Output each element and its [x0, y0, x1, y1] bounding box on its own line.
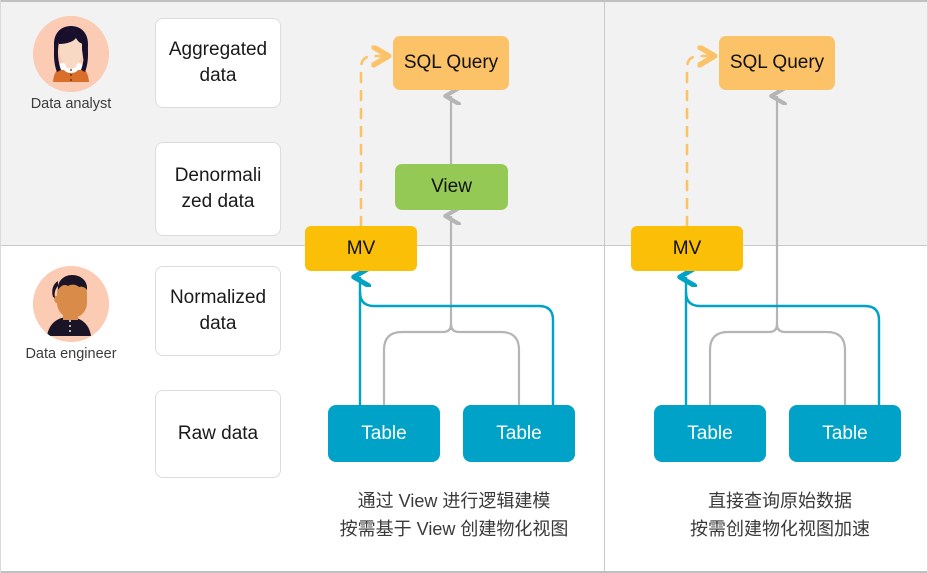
node-table-2-left[interactable]: Table — [463, 405, 575, 462]
persona-data-engineer: Data engineer — [13, 266, 129, 362]
horizontal-divider — [0, 245, 928, 246]
data-card-normalized: Normalized data — [155, 266, 281, 356]
node-label: SQL Query — [403, 52, 499, 73]
caption-line-1: 直接查询原始数据 — [708, 491, 852, 511]
data-card-label: Raw data — [177, 422, 259, 444]
data-card-denormalized: Denormali zed data — [155, 142, 281, 236]
node-view-left[interactable]: View — [395, 164, 508, 210]
node-label: View — [431, 176, 472, 197]
male-engineer-avatar — [33, 266, 109, 342]
node-label: MV — [346, 237, 376, 259]
vertical-divider — [604, 0, 605, 573]
node-sql-query-left[interactable]: SQL Query — [393, 36, 509, 90]
node-label: Table — [496, 422, 542, 444]
female-analyst-avatar — [33, 16, 109, 92]
bottom-border — [0, 571, 928, 573]
node-mv-right[interactable]: MV — [631, 226, 743, 271]
node-label: SQL Query — [729, 52, 825, 73]
node-table-1-left[interactable]: Table — [328, 405, 440, 462]
node-mv-left[interactable]: MV — [305, 226, 417, 271]
persona-label: Data engineer — [25, 346, 117, 362]
engineer-avatar-art — [33, 266, 109, 342]
data-card-label: Denormali zed data — [174, 164, 262, 212]
data-card-label: Aggregated data — [168, 38, 268, 86]
analyst-avatar-art — [33, 16, 109, 92]
node-label: Table — [361, 422, 407, 444]
data-card-raw: Raw data — [155, 390, 281, 478]
top-border — [0, 0, 928, 2]
data-card-label: Normalized data — [169, 286, 267, 334]
persona-data-analyst: Data analyst — [13, 16, 129, 112]
caption-line-1: 通过 View 进行逻辑建模 — [357, 491, 551, 511]
data-card-aggregated: Aggregated data — [155, 18, 281, 108]
caption-right-column: 直接查询原始数据 按需创建物化视图加速 — [632, 488, 928, 544]
node-label: Table — [822, 422, 868, 444]
caption-line-2: 按需基于 View 创建物化视图 — [339, 518, 569, 539]
persona-label: Data analyst — [30, 96, 112, 112]
node-label: Table — [687, 422, 733, 444]
node-label: MV — [672, 237, 702, 259]
left-border — [0, 0, 1, 573]
node-sql-query-right[interactable]: SQL Query — [719, 36, 835, 90]
node-table-1-right[interactable]: Table — [654, 405, 766, 462]
caption-left-column: 通过 View 进行逻辑建模 按需基于 View 创建物化视图 — [306, 488, 602, 544]
caption-line-2: 按需创建物化视图加速 — [690, 518, 870, 539]
node-table-2-right[interactable]: Table — [789, 405, 901, 462]
